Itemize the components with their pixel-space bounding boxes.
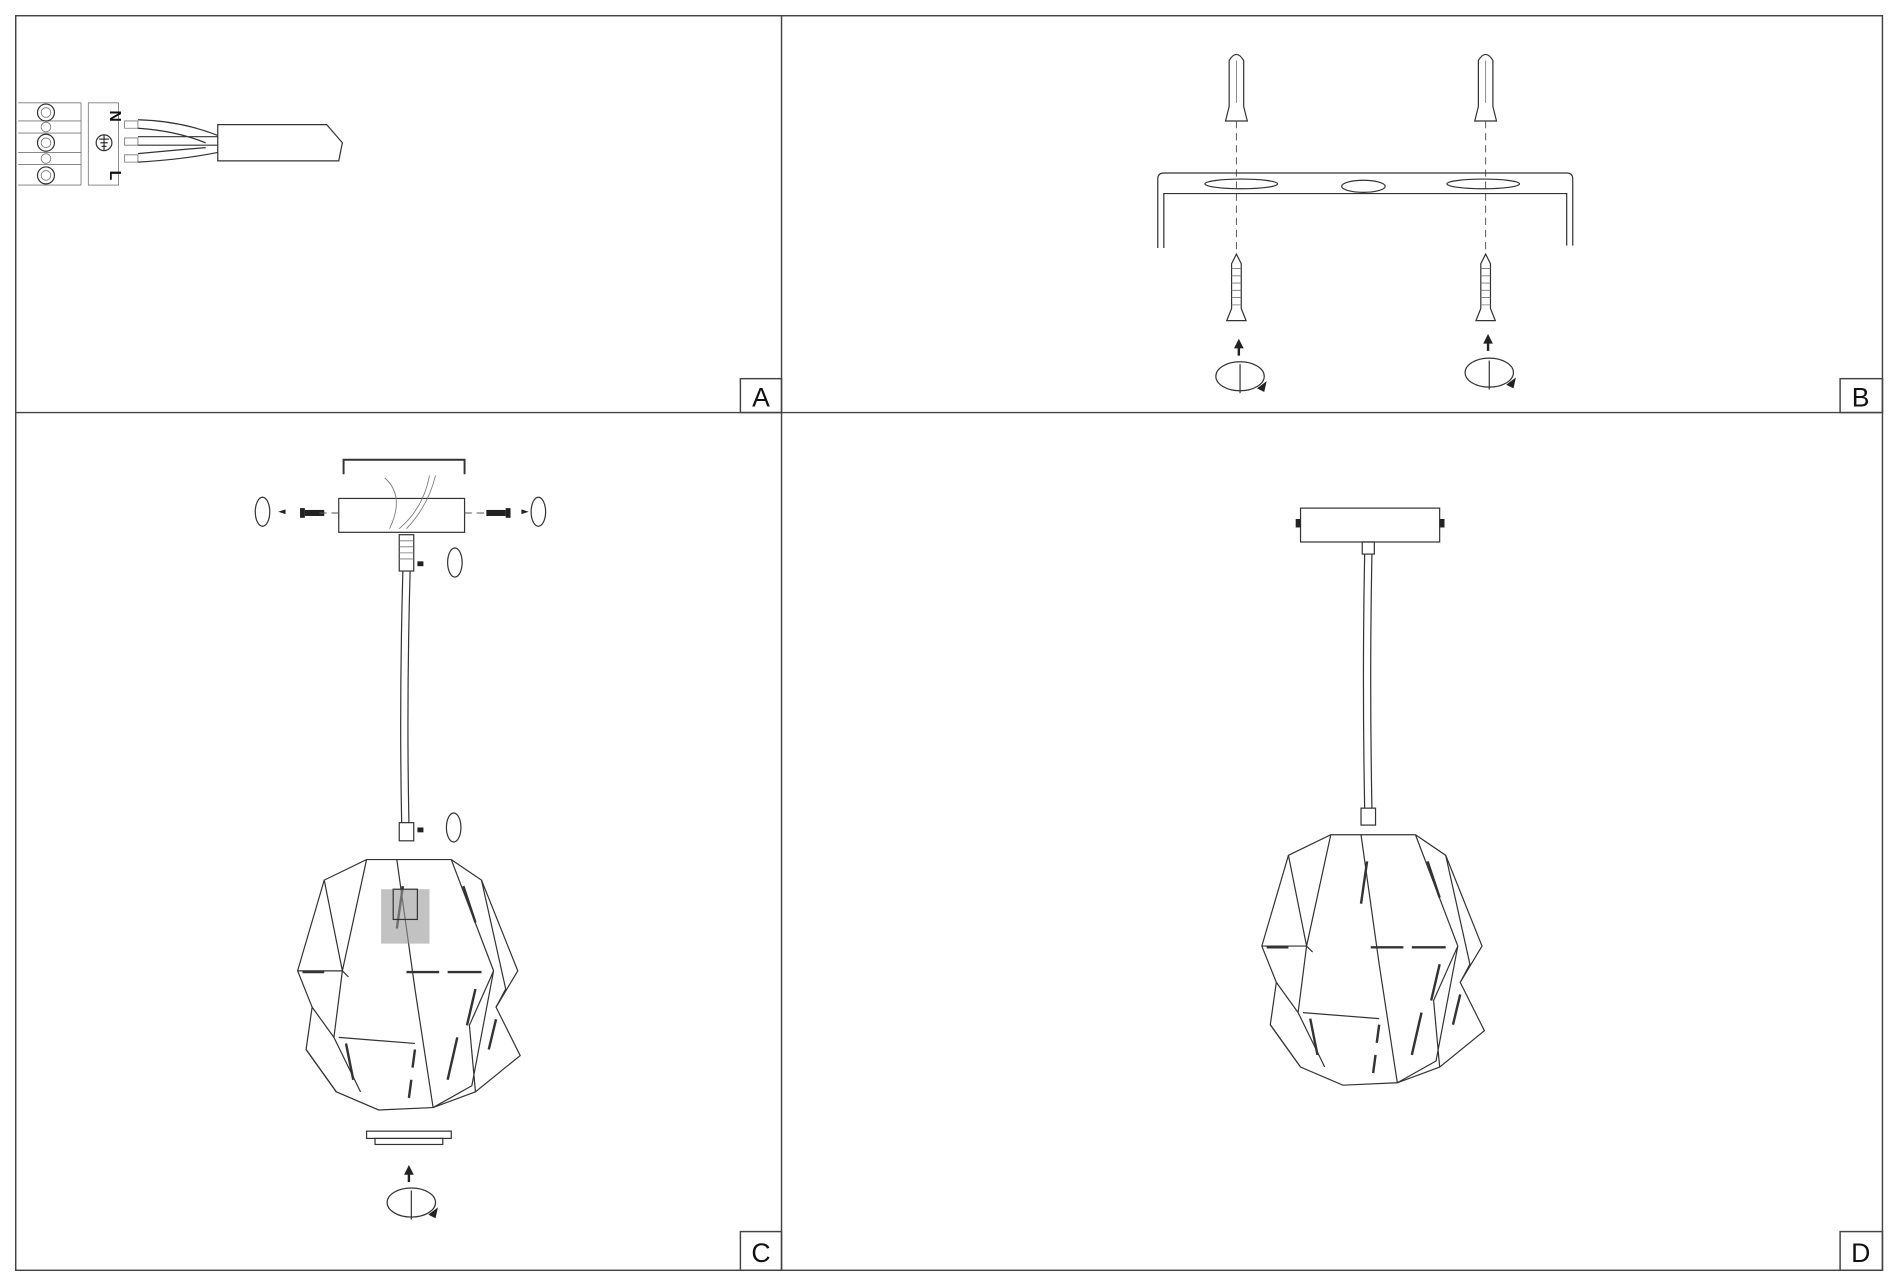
panel-d-assembled	[1260, 507, 1486, 1087]
suspension-cable	[1362, 554, 1373, 809]
rotate-icon	[254, 496, 271, 527]
ceiling-bracket	[342, 458, 466, 475]
terminal-label-l: L	[106, 171, 123, 181]
panel-label-c: C	[739, 1230, 783, 1272]
arrow-up-icon	[404, 1165, 414, 1182]
terminal-label-n: N	[106, 110, 123, 121]
canopy	[1299, 507, 1441, 543]
screw-right	[1475, 252, 1497, 322]
mains-cable	[124, 119, 344, 163]
rotate-clockwise-icon	[1464, 357, 1517, 391]
wall-plug-left	[1224, 53, 1249, 122]
svg-text:A: A	[752, 382, 770, 412]
mounting-bracket	[1157, 172, 1574, 249]
fixing-screw-right	[486, 508, 511, 518]
rotate-icon	[447, 547, 463, 578]
sheet-frame	[15, 15, 1884, 1272]
earth-ground-icon	[95, 134, 113, 152]
arrow-up-icon	[1233, 338, 1244, 356]
svg-text:C: C	[751, 1238, 770, 1268]
terminal-label-plate	[87, 102, 119, 186]
rotate-icon	[530, 496, 547, 527]
panel-c-assembly	[254, 458, 547, 1221]
panel-a-wiring: N L	[18, 102, 344, 186]
canopy	[338, 497, 466, 533]
shade	[1260, 833, 1486, 1087]
panel-b-bracket	[1157, 53, 1574, 394]
terminal-block	[18, 102, 82, 186]
screw-left	[1225, 252, 1247, 322]
svg-text:B: B	[1852, 382, 1870, 412]
rotate-clockwise-icon	[1215, 361, 1268, 394]
rotate-clockwise-icon	[386, 1187, 439, 1221]
rotate-icon	[445, 812, 462, 843]
panel-label-b: B	[1839, 377, 1884, 414]
suspension-cable	[400, 571, 411, 823]
arrow-up-icon	[1483, 333, 1493, 351]
svg-text:D: D	[1851, 1238, 1870, 1268]
shade-ring	[365, 1130, 452, 1146]
wall-plug-right	[1473, 53, 1498, 122]
lamp-socket	[381, 888, 430, 944]
panel-label-d: D	[1839, 1230, 1884, 1272]
supply-wires	[384, 475, 436, 530]
panel-label-a: A	[739, 377, 783, 414]
cable-grip	[398, 534, 415, 572]
